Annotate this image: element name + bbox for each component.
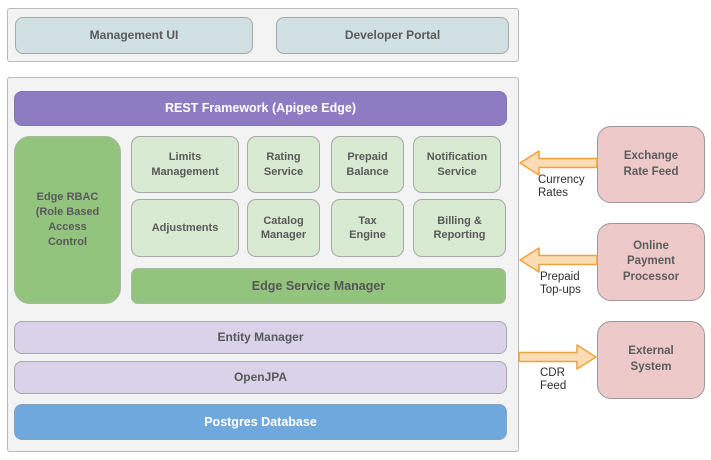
developer-portal-box: Developer Portal xyxy=(276,17,509,54)
exchange-rate-feed-box: Exchange Rate Feed xyxy=(597,126,705,203)
postgres-database-label: Postgres Database xyxy=(204,414,317,429)
monetization-stack-panel: REST Framework (Apigee Edge) Edge RBAC (… xyxy=(7,77,519,452)
edge-rbac-label: Edge RBAC (Role Based Access Control xyxy=(35,191,100,248)
external-system-label: External System xyxy=(628,345,674,373)
rating-service-label: Rating Service xyxy=(263,151,304,178)
arrow-left-icon xyxy=(519,247,598,273)
edge-service-manager-label: Edge Service Manager xyxy=(251,278,386,293)
online-payment-processor-label: Online Payment Processor xyxy=(622,239,680,283)
developer-portal-label: Developer Portal xyxy=(344,27,441,42)
tax-engine-label: Tax Engine xyxy=(349,214,386,241)
arrow-left-icon xyxy=(519,150,598,176)
box-limits-management: Limits Management xyxy=(131,136,239,193)
entity-manager-label: Entity Manager xyxy=(217,329,304,344)
exchange-rate-feed-label: Exchange Rate Feed xyxy=(623,149,679,178)
billing-reporting-label: Billing & Reporting xyxy=(433,214,486,241)
prepaid-topups-flow-label: Prepaid Top-ups xyxy=(540,271,581,297)
box-prepaid-balance: Prepaid Balance xyxy=(331,136,404,193)
adjustments-label: Adjustments xyxy=(151,221,219,234)
online-payment-processor-box: Online Payment Processor xyxy=(597,223,705,301)
rest-framework-bar: REST Framework (Apigee Edge) xyxy=(14,91,507,126)
prepaid-balance-label: Prepaid Balance xyxy=(346,151,389,178)
box-rating-service: Rating Service xyxy=(247,136,320,193)
openjpa-label: OpenJPA xyxy=(233,369,288,384)
box-tax-engine: Tax Engine xyxy=(331,199,404,257)
arrow-right-icon xyxy=(518,344,597,370)
box-adjustments: Adjustments xyxy=(131,199,239,257)
catalog-manager-label: Catalog Manager xyxy=(260,214,307,241)
postgres-database-bar: Postgres Database xyxy=(14,404,507,440)
rest-framework-label: REST Framework (Apigee Edge) xyxy=(164,101,356,116)
external-system-box: External System xyxy=(597,321,705,399)
cdr-feed-flow-label: CDR Feed xyxy=(540,367,567,393)
currency-rates-flow-label: Currency Rates xyxy=(538,174,585,200)
limits-management-label: Limits Management xyxy=(151,151,219,178)
entity-manager-bar: Entity Manager xyxy=(14,321,507,354)
management-ui-box: Management UI xyxy=(15,17,253,54)
box-billing-reporting: Billing & Reporting xyxy=(413,199,506,257)
edge-rbac-box: Edge RBAC (Role Based Access Control xyxy=(14,136,121,304)
client-layer-panel: Management UI Developer Portal xyxy=(7,8,519,62)
management-ui-label: Management UI xyxy=(89,27,179,42)
edge-service-manager-bar: Edge Service Manager xyxy=(131,268,506,304)
notification-service-label: Notification Service xyxy=(426,151,488,178)
box-catalog-manager: Catalog Manager xyxy=(247,199,320,257)
box-notification-service: Notification Service xyxy=(413,136,501,193)
openjpa-bar: OpenJPA xyxy=(14,361,507,394)
